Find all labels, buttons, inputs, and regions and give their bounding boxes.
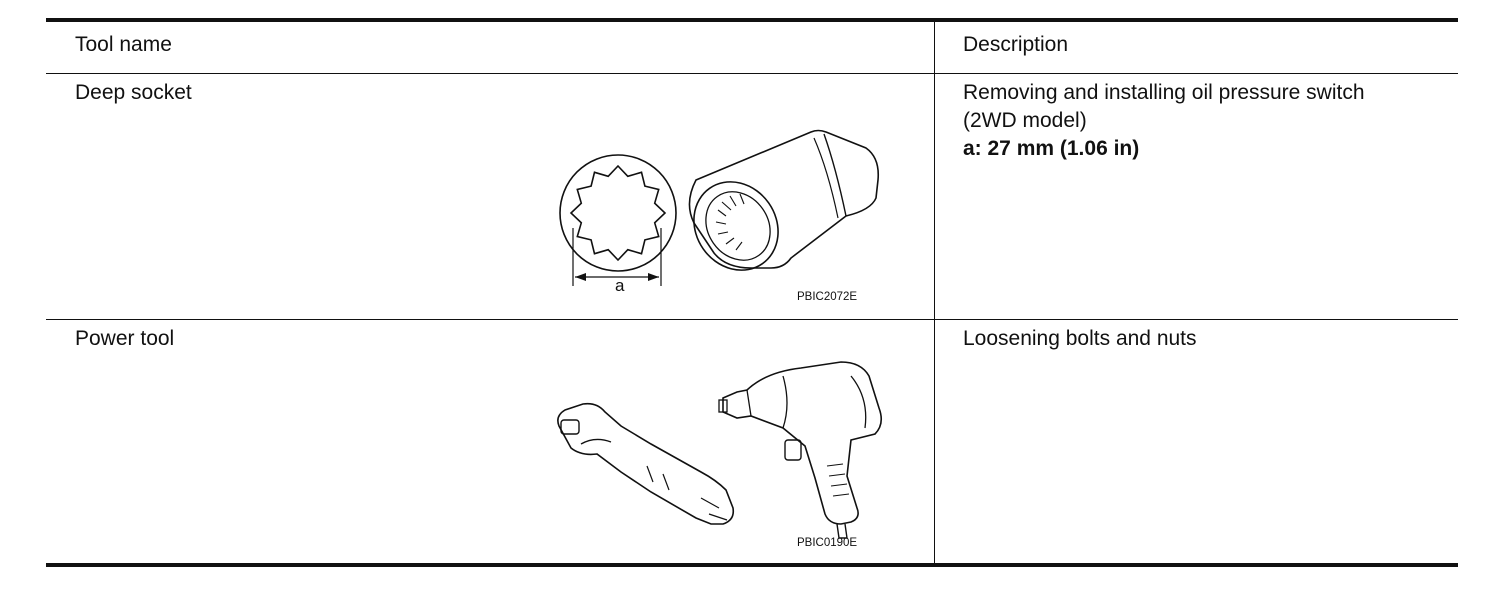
header-rule bbox=[46, 73, 1458, 74]
power-tool-illustration bbox=[557, 361, 883, 539]
row2-description: Loosening bolts and nuts bbox=[963, 325, 1443, 353]
figure-code-1: PBIC2072E bbox=[797, 291, 858, 303]
row1-description-line: Removing and installing oil pressure swi… bbox=[963, 81, 1365, 104]
row1-description: Removing and installing oil pressure swi… bbox=[963, 79, 1443, 163]
figure-code-2: PBIC0190E bbox=[797, 537, 858, 549]
tool-table: Tool name Description Deep socket Removi… bbox=[46, 18, 1458, 567]
row-divider bbox=[46, 319, 1458, 320]
row2-tool-name: Power tool bbox=[75, 327, 175, 350]
row1-tool-name: Deep socket bbox=[75, 81, 192, 104]
row2-description-line: Loosening bolts and nuts bbox=[963, 327, 1197, 350]
header-tool-name: Tool name bbox=[75, 33, 172, 56]
deep-socket-illustration bbox=[559, 129, 880, 286]
row1-spec: a: 27 mm (1.06 in) bbox=[963, 137, 1140, 160]
dimension-label-a: a bbox=[615, 276, 625, 295]
row1-description-line: (2WD model) bbox=[963, 109, 1087, 132]
header-description: Description bbox=[963, 33, 1069, 56]
table-top-rule bbox=[46, 18, 1458, 22]
column-divider bbox=[934, 22, 935, 563]
table-bottom-rule bbox=[46, 563, 1458, 567]
